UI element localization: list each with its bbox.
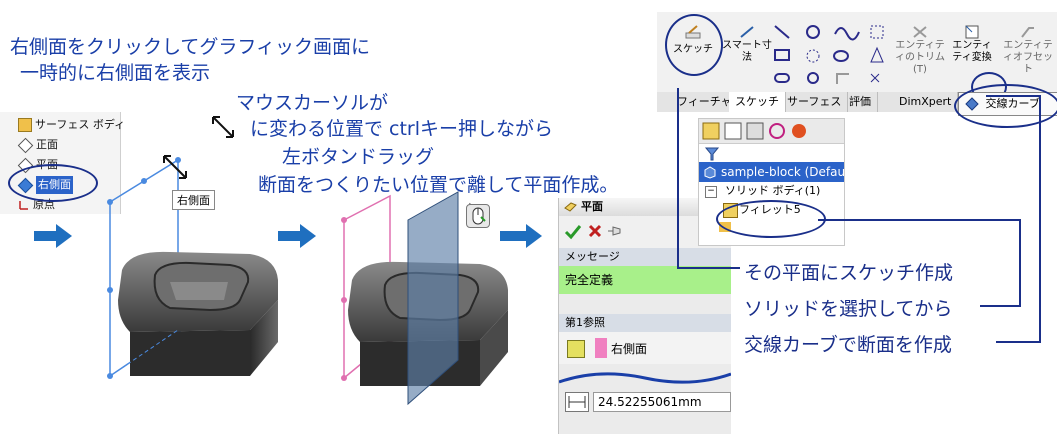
note-1: その平面にスケッチ作成 (744, 262, 954, 284)
message-header: メッセージ (559, 248, 731, 266)
tree-toolbar (699, 119, 844, 144)
note-2: ソリッドを選択してから (744, 298, 953, 320)
filter-icon (704, 147, 720, 161)
sketch-icon (684, 24, 702, 40)
trim-icon (911, 24, 929, 40)
tooltip: 右側面 (172, 190, 215, 210)
smart-dimension-icon (738, 24, 756, 40)
collapse-icon[interactable]: − (705, 186, 717, 198)
convert-entities-button[interactable]: エンティティ変換 (949, 24, 995, 64)
instruction-line-1: 右側面をクリックしてグラフィック画面に (10, 36, 371, 58)
model-view-2[interactable] (330, 190, 515, 410)
instruction-line-3: マウスカーソルが (236, 92, 389, 114)
tab-surfaces[interactable]: サーフェス (781, 92, 849, 112)
distance-input[interactable]: 24.52255061mm (593, 392, 731, 412)
sketch-button[interactable]: スケッチ (673, 24, 713, 55)
instruction-line-5: 左ボタンドラッグ (282, 146, 435, 168)
tree-item-front-plane[interactable]: 正面 (17, 136, 58, 154)
tab-sketch[interactable]: スケッチ (729, 92, 786, 112)
ref1-header: 第1参照 (559, 314, 731, 332)
highlight-ellipse (665, 14, 723, 76)
pm-title: 平面 (559, 198, 731, 216)
message-box: 完全定義 (559, 266, 731, 294)
instruction-line-4: に変わる位置で ctrlキー押しながら (250, 118, 554, 140)
ref-color-swatch (595, 338, 607, 358)
tab-evaluate[interactable]: 評価 (843, 92, 878, 112)
tree-root-part[interactable]: sample-block (Defau (699, 162, 845, 182)
convert-entities-icon (963, 24, 981, 40)
offset-icon (1019, 24, 1037, 40)
resize-cursor-icon (210, 114, 236, 140)
sketch-tools-group (771, 20, 891, 90)
distance-icon (565, 392, 589, 412)
ref1-value[interactable]: 右側面 (611, 342, 648, 356)
reference-entity-icon (567, 340, 585, 358)
tree-item-surface-bodies[interactable]: サーフェス ボディ (18, 116, 125, 134)
ok-check-icon[interactable] (563, 222, 583, 242)
plane-icon (17, 137, 34, 153)
command-manager-ribbon: スケッチ スマート寸法 エンティティのトリム(T) (657, 12, 1057, 102)
torn-edge (559, 372, 731, 384)
highlight-ellipse (8, 164, 98, 202)
cancel-x-icon[interactable] (587, 223, 603, 239)
model-view-1[interactable] (100, 150, 280, 390)
mouse-icon (466, 204, 490, 228)
tree-item-solid-bodies[interactable]: − ソリッド ボディ(1) (699, 182, 844, 200)
filter-row[interactable] (699, 144, 844, 162)
surface-body-icon (18, 118, 32, 132)
instruction-line-6: 断面をつくりたい位置で離して平面作成。 (258, 174, 619, 196)
plane-icon (563, 200, 577, 214)
callout-connectors (677, 88, 1041, 343)
offset-entities-button[interactable]: エンティティオフセット (1001, 24, 1055, 76)
pushpin-icon[interactable] (607, 225, 623, 237)
trim-entities-button[interactable]: エンティティのトリム(T) (895, 24, 945, 76)
smart-dimension-button[interactable]: スマート寸法 (721, 24, 773, 64)
highlight-ellipse (954, 84, 1057, 128)
part-icon (703, 165, 717, 179)
instruction-line-2: 一時的に右側面を表示 (20, 62, 211, 84)
origin-icon (18, 199, 30, 211)
note-3: 交線カーブで断面を作成 (744, 334, 952, 356)
